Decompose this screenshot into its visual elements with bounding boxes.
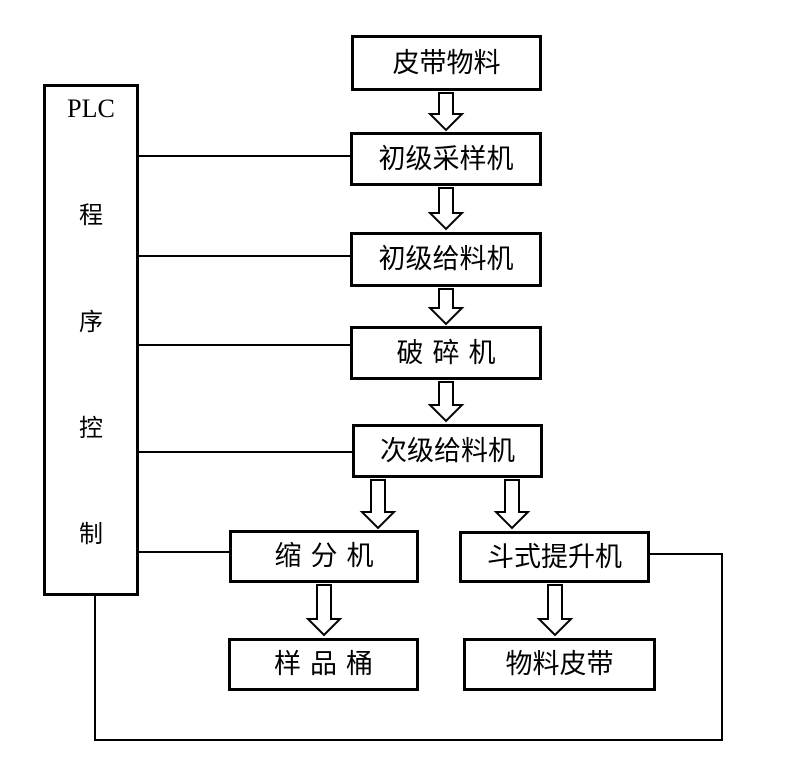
node-label: 初级给料机 xyxy=(378,244,514,274)
node-sample-bucket: 样品桶 xyxy=(228,638,419,691)
node-label: 皮带物料 xyxy=(392,47,501,78)
node-label: 物料皮带 xyxy=(505,649,614,679)
arrow-elevator-to-belt-icon xyxy=(536,584,574,637)
node-label: 斗式提升机 xyxy=(487,541,622,572)
node-bucket-elevator: 斗式提升机 xyxy=(459,531,650,583)
arrow-secondary-to-divider-icon xyxy=(359,479,397,530)
node-secondary-feeder: 次级给料机 xyxy=(352,424,543,478)
arrow-belt-to-sampler-icon xyxy=(427,92,465,132)
plc-label-line: 程 xyxy=(79,203,103,230)
node-label: 缩分机 xyxy=(274,541,383,571)
node-belt-material: 皮带物料 xyxy=(351,35,542,91)
arrow-secondary-to-elevator-icon xyxy=(493,479,531,530)
plc-label-line: 控 xyxy=(79,415,103,442)
arrow-feeder-to-crusher-icon xyxy=(427,288,465,326)
plc-label-line: 制 xyxy=(79,522,103,548)
plc-label-line: 序 xyxy=(79,309,103,336)
node-material-belt: 物料皮带 xyxy=(463,638,656,691)
node-label: 样品桶 xyxy=(274,649,382,679)
node-primary-sampler: 初级采样机 xyxy=(350,132,542,186)
feedback-line xyxy=(94,553,723,741)
node-crusher: 破碎机 xyxy=(350,326,542,380)
arrow-crusher-to-secondary-icon xyxy=(427,381,465,423)
node-divider: 缩分机 xyxy=(229,530,419,583)
node-plc-controller: PLC 程 序 控 制 xyxy=(43,84,139,596)
arrow-divider-to-bucket-icon xyxy=(305,584,343,637)
node-label: 破碎机 xyxy=(396,337,505,368)
arrow-sampler-to-feeder-icon xyxy=(427,187,465,231)
node-label: 次级给料机 xyxy=(380,435,515,466)
node-primary-feeder: 初级给料机 xyxy=(350,232,542,287)
node-label: 初级采样机 xyxy=(378,143,514,174)
plc-label-line: PLC xyxy=(67,94,115,123)
